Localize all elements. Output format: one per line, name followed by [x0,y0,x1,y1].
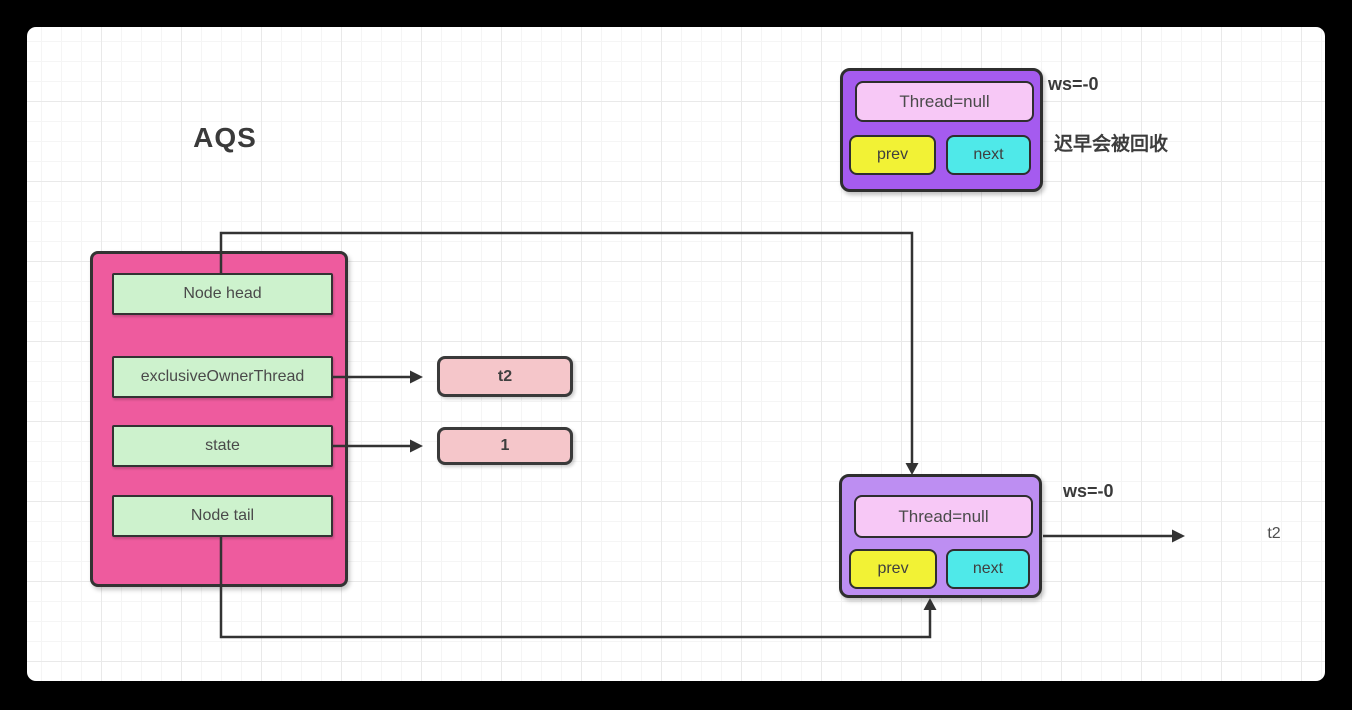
tail-node-ws-label: ws=-0 [1063,481,1114,501]
arrow-head-up-icon [923,598,937,610]
field-node-head: Node head [112,273,333,315]
recycled-node-note: 迟早会被回收 [1054,134,1169,155]
tail-node-thread-box: Thread=null [854,495,1033,538]
arrow-head-right-icon [1172,529,1185,543]
field-node-tail: Node tail [112,495,333,537]
field-exclusive-owner-thread: exclusiveOwnerThread [112,356,333,398]
recycled-node-prev-box: prev [849,135,936,175]
arrow-head-right-icon [410,370,423,384]
diagram-title: AQS [193,122,257,153]
field-state: state [112,425,333,467]
tail-node-next-box: next [946,549,1030,589]
recycled-node-shape: Thread=null prev next [840,68,1043,192]
tail-node-next-target-label: t2 [1267,525,1281,542]
recycled-node-ws-label: ws=-0 [1048,74,1099,94]
arrow-head-right-icon [410,439,423,453]
owner-value-box: t2 [437,356,573,397]
state-value-box: 1 [437,427,573,465]
recycled-node-thread-box: Thread=null [855,81,1034,122]
recycled-node-next-box: next [946,135,1031,175]
tail-node-shape: Thread=null prev next [839,474,1042,598]
diagram-canvas: AQS Node head exclusiveOwnerThread state… [27,27,1325,681]
tail-node-prev-box: prev [849,549,937,589]
